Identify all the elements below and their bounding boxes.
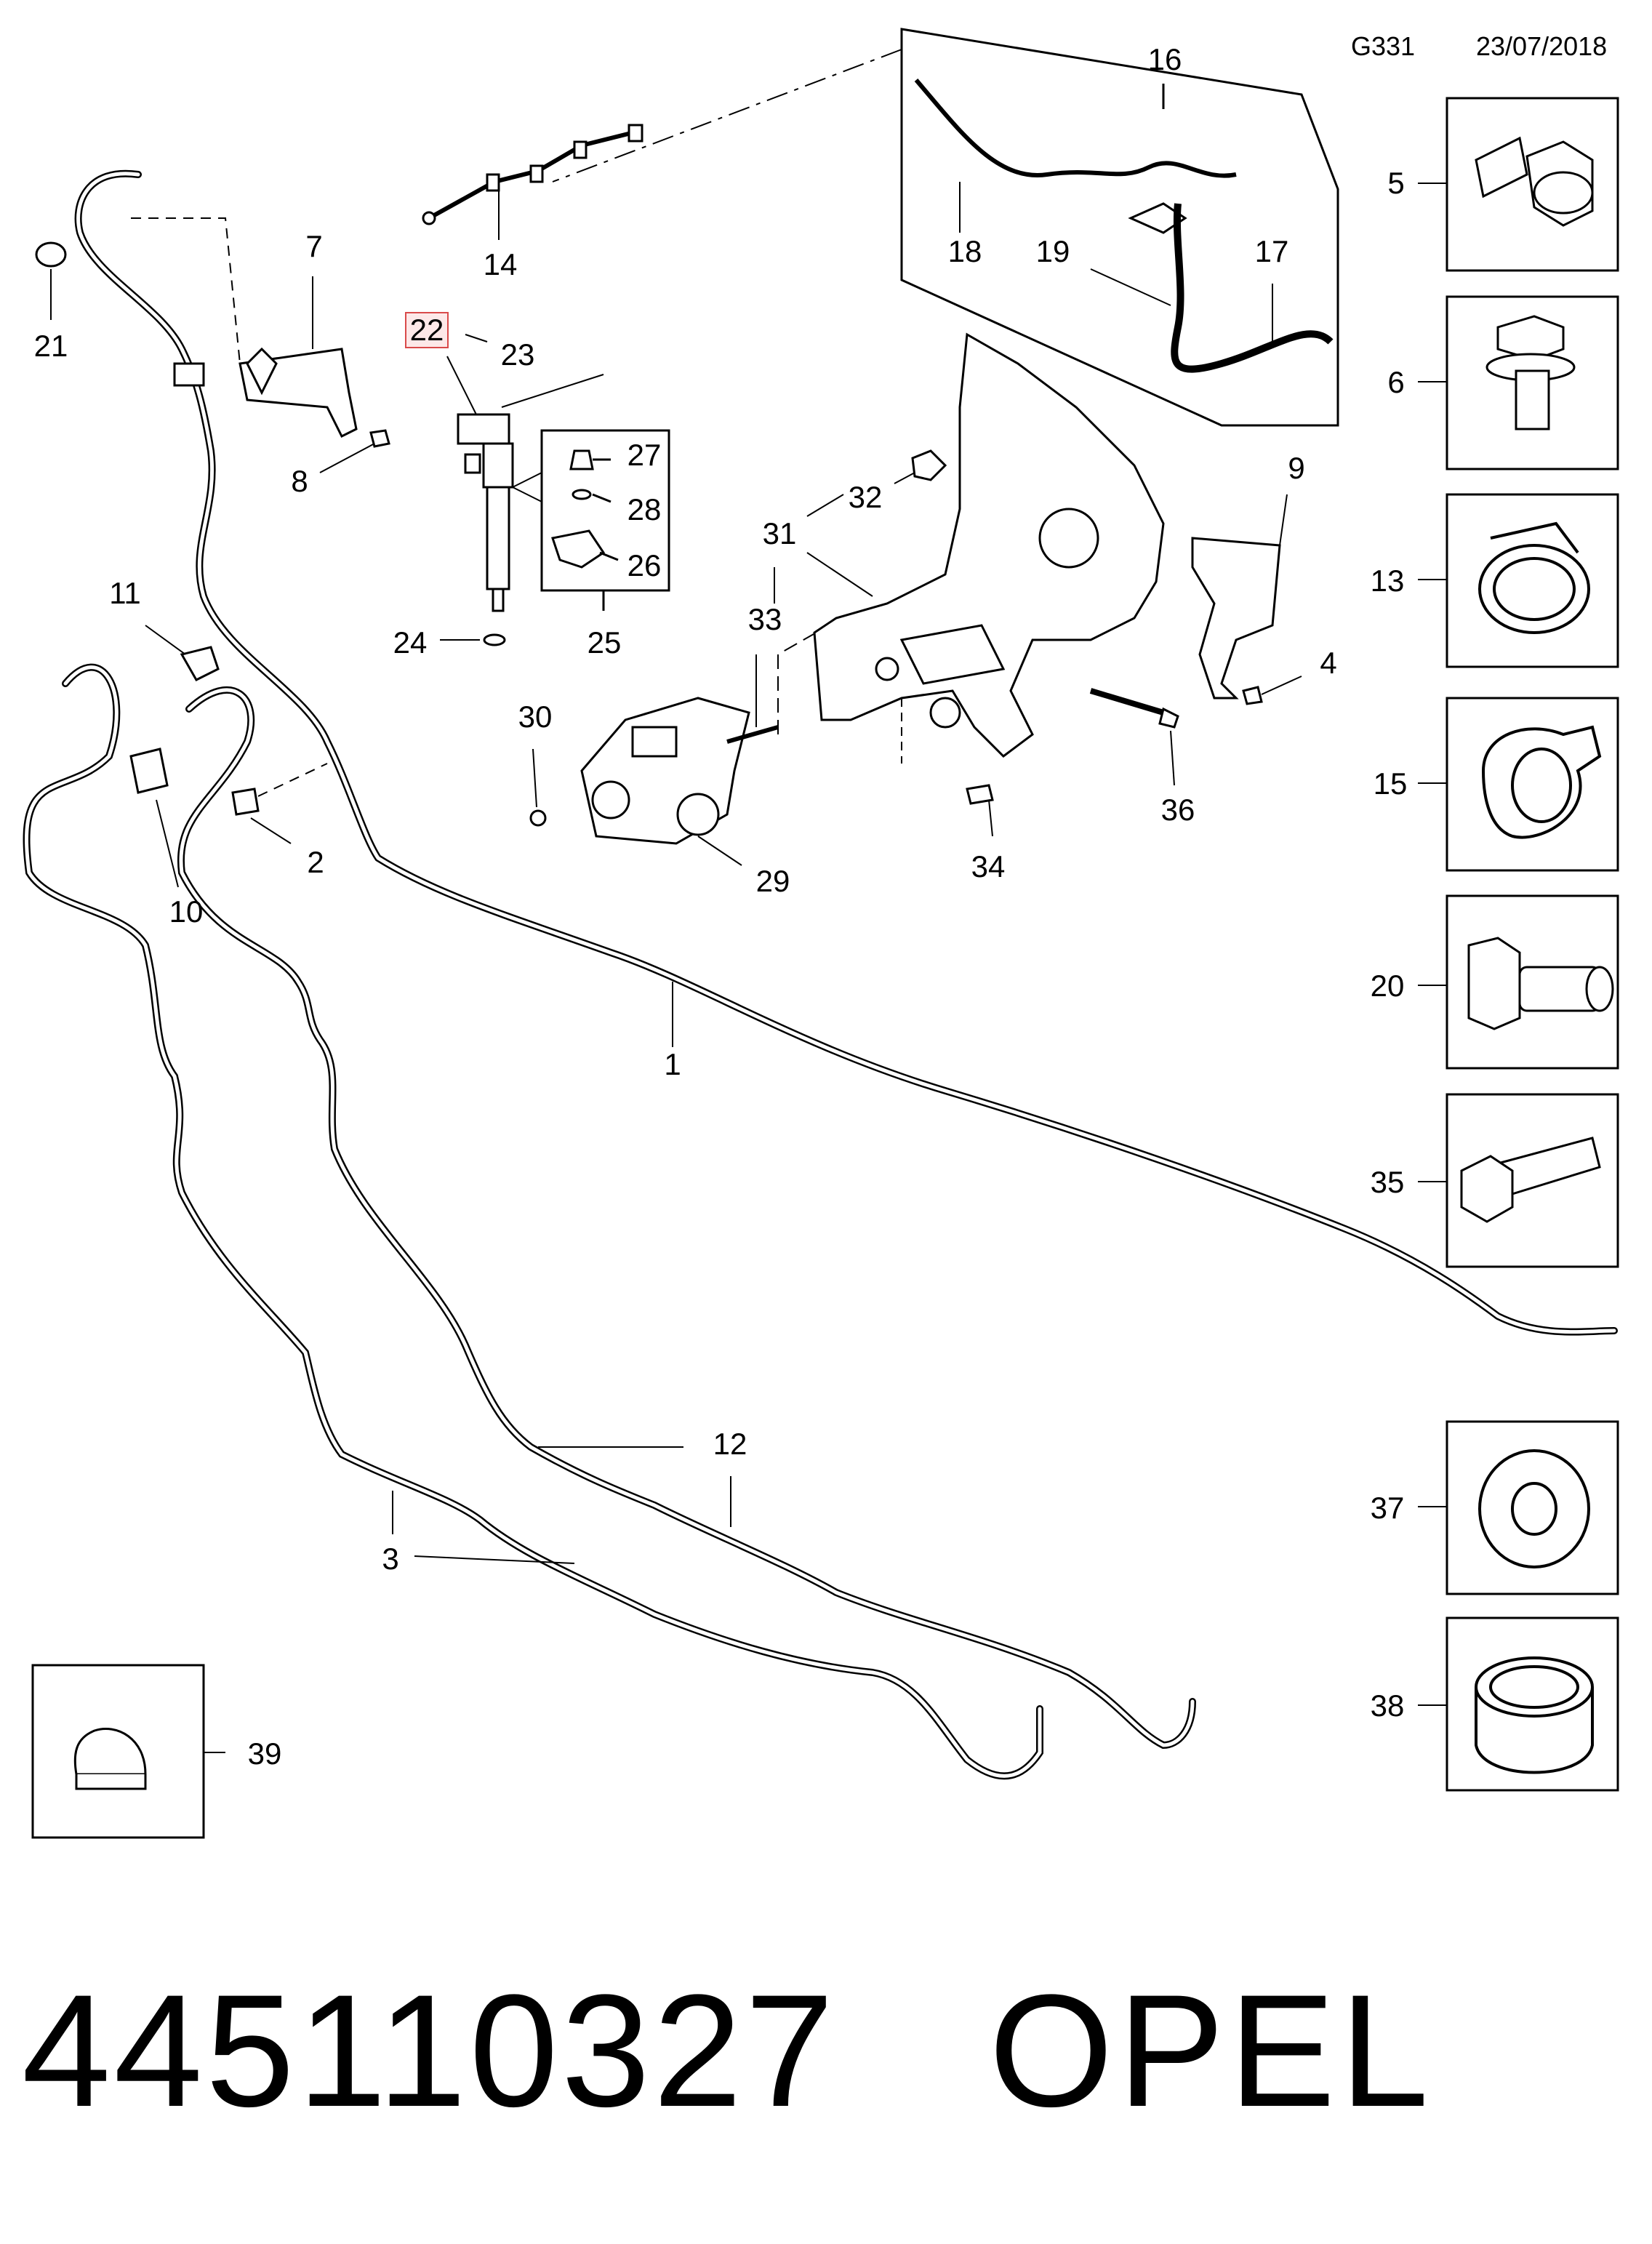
callout-20[interactable]: 20 <box>1371 969 1405 1003</box>
pump-part-29 <box>580 697 779 866</box>
callout-30[interactable]: 30 <box>518 700 553 734</box>
callout-21[interactable]: 21 <box>34 329 68 363</box>
part-box-39 <box>31 1664 205 1839</box>
callout-38[interactable]: 38 <box>1371 1688 1405 1723</box>
part-box-13 <box>1418 493 1619 668</box>
bolt-part-36 <box>1089 688 1179 786</box>
bolt-part-30 <box>529 748 547 827</box>
fuel-line-part-1-inner <box>76 172 1616 1334</box>
part-box-5 <box>1418 97 1619 272</box>
callout-31[interactable]: 31 <box>763 516 797 550</box>
callout-4[interactable]: 4 <box>1320 646 1336 680</box>
callout-14[interactable]: 14 <box>484 247 518 281</box>
clip-part-10 <box>129 748 179 888</box>
callout-28[interactable]: 28 <box>627 492 662 526</box>
part-box-35 <box>1418 1093 1619 1268</box>
callout-32[interactable]: 32 <box>849 480 883 514</box>
callout-34[interactable]: 34 <box>971 849 1006 883</box>
callout-18[interactable]: 18 <box>948 234 982 268</box>
key-part-39 <box>73 1728 225 1790</box>
connector-part-2 <box>231 763 328 844</box>
callout-5[interactable]: 5 <box>1387 166 1404 200</box>
injector-leaders <box>440 334 604 641</box>
fuel-line-part-1 <box>74 169 1618 1336</box>
callout-10[interactable]: 10 <box>169 894 204 929</box>
injector-part-22 <box>457 413 514 612</box>
callout-1[interactable]: 1 <box>664 1047 681 1081</box>
leader-dashed-7 <box>131 217 241 364</box>
callout-33[interactable]: 33 <box>748 602 782 636</box>
part-box-6 <box>1418 295 1619 470</box>
callout-37[interactable]: 37 <box>1371 1491 1405 1525</box>
callout-3[interactable]: 3 <box>382 1542 398 1576</box>
callout-17[interactable]: 17 <box>1255 234 1289 268</box>
part-box-37 <box>1418 1420 1619 1595</box>
highlight-22 <box>405 312 449 348</box>
hose-leaders <box>392 1446 731 1564</box>
fuel-line-joint <box>173 362 205 387</box>
diagram-date: 23/07/2018 <box>1476 31 1607 61</box>
callout-35[interactable]: 35 <box>1371 1165 1405 1199</box>
bolt-part-8 <box>319 429 390 473</box>
callout-29[interactable]: 29 <box>756 864 790 898</box>
fuel-line-part-3-inner <box>25 665 1042 1778</box>
callout-23[interactable]: 23 <box>501 337 535 372</box>
callout-25[interactable]: 25 <box>588 625 622 660</box>
clamp-kit-box-25 <box>540 429 670 592</box>
callout-36[interactable]: 36 <box>1161 793 1195 827</box>
callout-12[interactable]: 12 <box>713 1427 747 1461</box>
leader-dashed-33 <box>777 625 830 734</box>
inset-box-16 <box>900 28 1339 427</box>
part-box-20 <box>1418 894 1619 1070</box>
leaders-31-33 <box>755 494 873 727</box>
bolt-part-4 <box>1242 676 1302 705</box>
leader-dashed-16 <box>552 49 902 183</box>
washer-part-24 <box>483 633 506 646</box>
bolt-part-34 <box>966 784 994 837</box>
part-box-15 <box>1418 697 1619 872</box>
callout-2[interactable]: 2 <box>307 845 324 879</box>
rail-part-14 <box>422 124 643 240</box>
callout-24[interactable]: 24 <box>393 625 428 660</box>
plug-part-32 <box>894 449 947 484</box>
callout-22[interactable]: 22 <box>410 313 444 347</box>
bracket-part-9 <box>1191 494 1288 700</box>
callout-9[interactable]: 9 <box>1288 451 1304 485</box>
part-number: 445110327 <box>22 1961 837 2140</box>
callout-16[interactable]: 16 <box>1148 42 1182 76</box>
bracket-part-7 <box>238 276 358 438</box>
callout-19[interactable]: 19 <box>1036 234 1070 268</box>
clip-part-11 <box>145 625 220 681</box>
clip-part-21 <box>35 241 67 320</box>
fuel-line-part-12-inner <box>179 688 1195 1747</box>
brand-name: OPEL <box>989 1961 1433 2140</box>
callout-8[interactable]: 8 <box>291 464 308 498</box>
pump-bracket-part-31 <box>813 332 1165 764</box>
callout-39[interactable]: 39 <box>248 1736 282 1771</box>
callout-27[interactable]: 27 <box>627 438 662 472</box>
callout-13[interactable]: 13 <box>1371 564 1405 598</box>
part-box-38 <box>1418 1616 1619 1792</box>
diagram-code: G331 <box>1351 31 1415 61</box>
callout-7[interactable]: 7 <box>305 229 322 263</box>
fuel-line-part-12 <box>177 686 1196 1750</box>
callout-6[interactable]: 6 <box>1387 365 1404 399</box>
callout-15[interactable]: 15 <box>1374 766 1408 801</box>
callout-11[interactable]: 11 <box>109 576 141 610</box>
clamp-parts-26-28 <box>551 449 619 611</box>
callout-26[interactable]: 26 <box>627 548 662 582</box>
